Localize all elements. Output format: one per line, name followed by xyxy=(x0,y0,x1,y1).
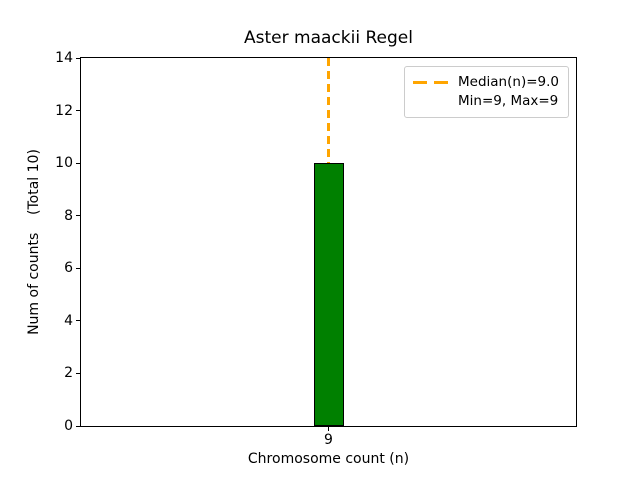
y-tick-label: 14 xyxy=(55,50,73,66)
bar-9 xyxy=(313,163,344,426)
y-tick-mark xyxy=(76,425,80,427)
x-tick-mark xyxy=(328,427,329,431)
y-tick-mark xyxy=(76,215,80,217)
legend-label-median: Median(n)=9.0 xyxy=(458,74,559,90)
y-tick-label: 12 xyxy=(55,102,73,119)
y-tick-label: 4 xyxy=(64,312,73,329)
y-tick-mark xyxy=(76,320,80,322)
legend-labels: Median(n)=9.0 Min=9, Max=9 xyxy=(458,73,559,111)
y-tick-label: 2 xyxy=(64,365,73,382)
legend: Median(n)=9.0 Min=9, Max=9 xyxy=(404,66,569,118)
y-tick-label: 0 xyxy=(64,418,73,434)
x-tick-label: 9 xyxy=(324,432,333,448)
y-tick-mark xyxy=(76,372,80,374)
legend-label-minmax: Min=9, Max=9 xyxy=(458,93,559,109)
plot-area: Median(n)=9.0 Min=9, Max=9 0 2 4 6 8 10 12 14 9 xyxy=(55,51,577,447)
chart-title: Aster maackii Regel xyxy=(244,28,413,48)
y-tick-mark xyxy=(76,162,80,164)
y-tick-label: 8 xyxy=(64,207,73,224)
legend-median-dash-icon xyxy=(413,81,449,84)
y-axis-label: Num of counts (Total 10) xyxy=(26,149,42,335)
y-tick-label: 6 xyxy=(64,260,73,277)
x-axis-label: Chromosome count (n) xyxy=(247,451,410,467)
y-tick-mark xyxy=(76,57,80,59)
y-tick-mark xyxy=(76,110,80,112)
y-tick-label: 10 xyxy=(55,155,73,172)
y-tick-mark xyxy=(76,267,80,269)
